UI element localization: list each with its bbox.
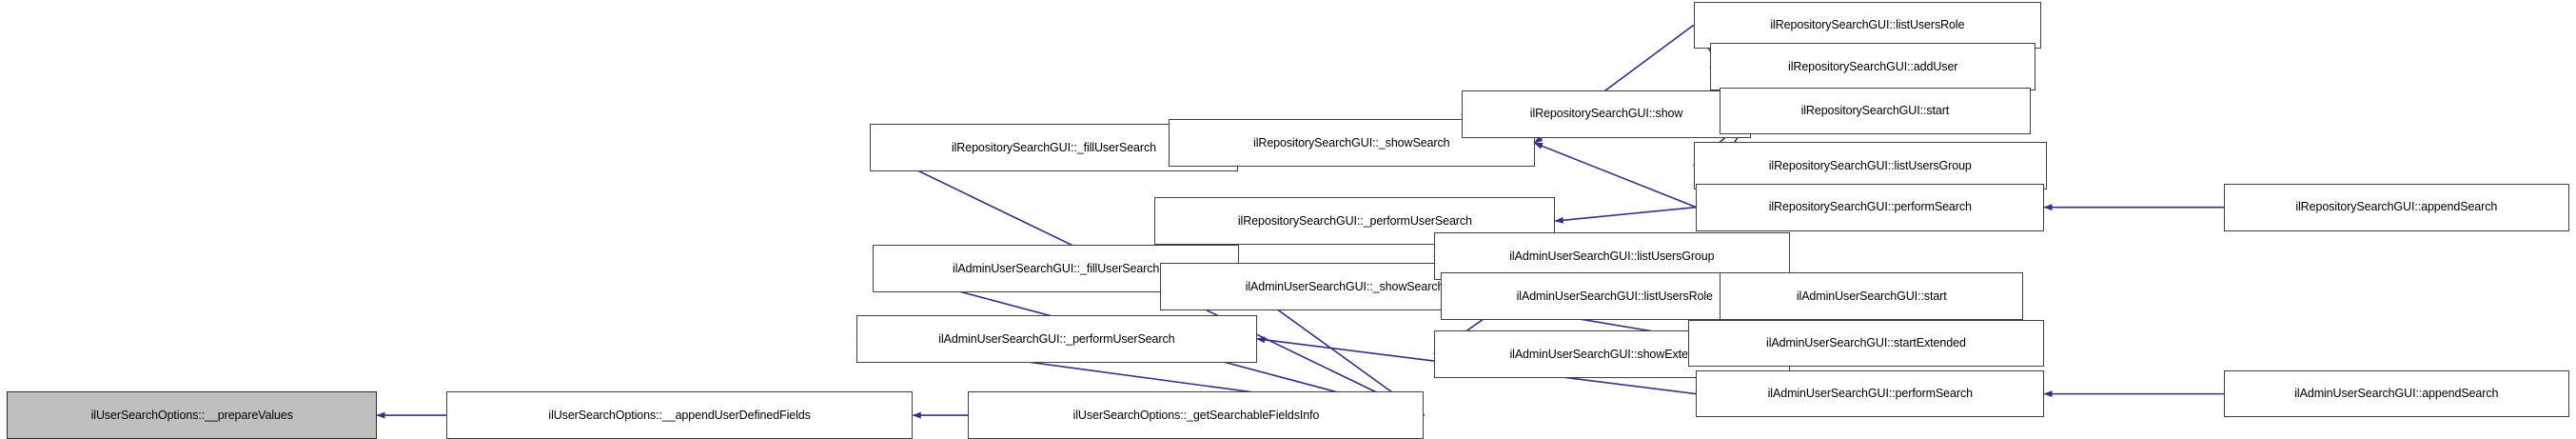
graph-node-appendUserDefined[interactable]: ilUserSearchOptions::__appendUserDefined… bbox=[445, 391, 914, 439]
graph-node-label: ilAdminUserSearchGUI::appendSearch bbox=[2294, 387, 2499, 401]
graph-node-repoAddUser[interactable]: ilRepositorySearchGUI::addUser bbox=[1709, 42, 2036, 90]
graph-node-label: ilRepositorySearchGUI::_performUserSearc… bbox=[1237, 213, 1472, 228]
graph-node-label: ilUserSearchOptions::_getSearchableField… bbox=[1072, 408, 1320, 422]
graph-node-label: ilAdminUserSearchGUI::_fillUserSearch bbox=[953, 261, 1160, 275]
graph-node-label: ilAdminUserSearchGUI::listUsersRole bbox=[1516, 289, 1713, 303]
graph-node-label: ilRepositorySearchGUI::start bbox=[1800, 104, 1950, 118]
graph-node-label: ilRepositorySearchGUI::_showSearch bbox=[1253, 135, 1450, 150]
graph-node-label: ilAdminUserSearchGUI::_showSearch bbox=[1245, 279, 1445, 293]
graph-edge-repoPerformSearch-to-repoPerformUser bbox=[1554, 206, 1697, 224]
graph-node-label: ilAdminUserSearchGUI::performSearch bbox=[1767, 387, 1973, 401]
graph-node-label: ilRepositorySearchGUI::listUsersGroup bbox=[1768, 159, 1972, 173]
graph-node-repoShow[interactable]: ilRepositorySearchGUI::show bbox=[1461, 90, 1752, 138]
graph-node-label: ilAdminUserSearchGUI::startExtended bbox=[1766, 336, 1966, 350]
graph-node-label: ilRepositorySearchGUI::performSearch bbox=[1768, 200, 1972, 214]
graph-node-label: ilAdminUserSearchGUI::listUsersGroup bbox=[1509, 249, 1715, 263]
graph-node-adminAppendSearch[interactable]: ilAdminUserSearchGUI::appendSearch bbox=[2223, 369, 2569, 418]
graph-node-label: ilRepositorySearchGUI::show bbox=[1529, 107, 1683, 121]
graph-node-label: ilRepositorySearchGUI::_fillUserSearch bbox=[951, 140, 1156, 154]
graph-node-adminPerformSearch[interactable]: ilAdminUserSearchGUI::performSearch bbox=[1696, 369, 2045, 418]
graph-node-repoStart[interactable]: ilRepositorySearchGUI::start bbox=[1720, 87, 2031, 135]
graph-node-label: ilAdminUserSearchGUI::_performUserSearch bbox=[938, 331, 1175, 346]
graph-node-repoListUsersGroup[interactable]: ilRepositorySearchGUI::listUsersGroup bbox=[1693, 142, 2048, 190]
graph-node-label: ilRepositorySearchGUI::listUsersRole bbox=[1770, 18, 1965, 32]
graph-node-label: ilUserSearchOptions::__prepareValues bbox=[90, 408, 293, 422]
graph-edge-repoPerformSearch-to-repoShowSearch bbox=[1534, 142, 1697, 209]
graph-node-repoListUsersRole[interactable]: ilRepositorySearchGUI::listUsersRole bbox=[1693, 1, 2042, 50]
graph-node-adminPerformUser[interactable]: ilAdminUserSearchGUI::_performUserSearch bbox=[855, 314, 1257, 363]
graph-node-adminStartExtended[interactable]: ilAdminUserSearchGUI::startExtended bbox=[1687, 319, 2045, 368]
graph-node-getSearchable[interactable]: ilUserSearchOptions::_getSearchableField… bbox=[968, 391, 1425, 439]
graph-node-label: ilUserSearchOptions::__appendUserDefined… bbox=[548, 408, 811, 422]
graph-node-prepareValues[interactable]: ilUserSearchOptions::__prepareValues bbox=[7, 391, 378, 439]
graph-node-adminStart[interactable]: ilAdminUserSearchGUI::start bbox=[1720, 271, 2024, 320]
graph-node-label: ilRepositorySearchGUI::addUser bbox=[1788, 59, 1958, 73]
graph-node-label: ilAdminUserSearchGUI::start bbox=[1796, 289, 1947, 303]
graph-node-label: ilRepositorySearchGUI::appendSearch bbox=[2295, 200, 2498, 214]
graph-node-repoAppendSearch[interactable]: ilRepositorySearchGUI::appendSearch bbox=[2223, 183, 2569, 231]
graph-node-repoPerformSearch[interactable]: ilRepositorySearchGUI::performSearch bbox=[1696, 183, 2045, 231]
